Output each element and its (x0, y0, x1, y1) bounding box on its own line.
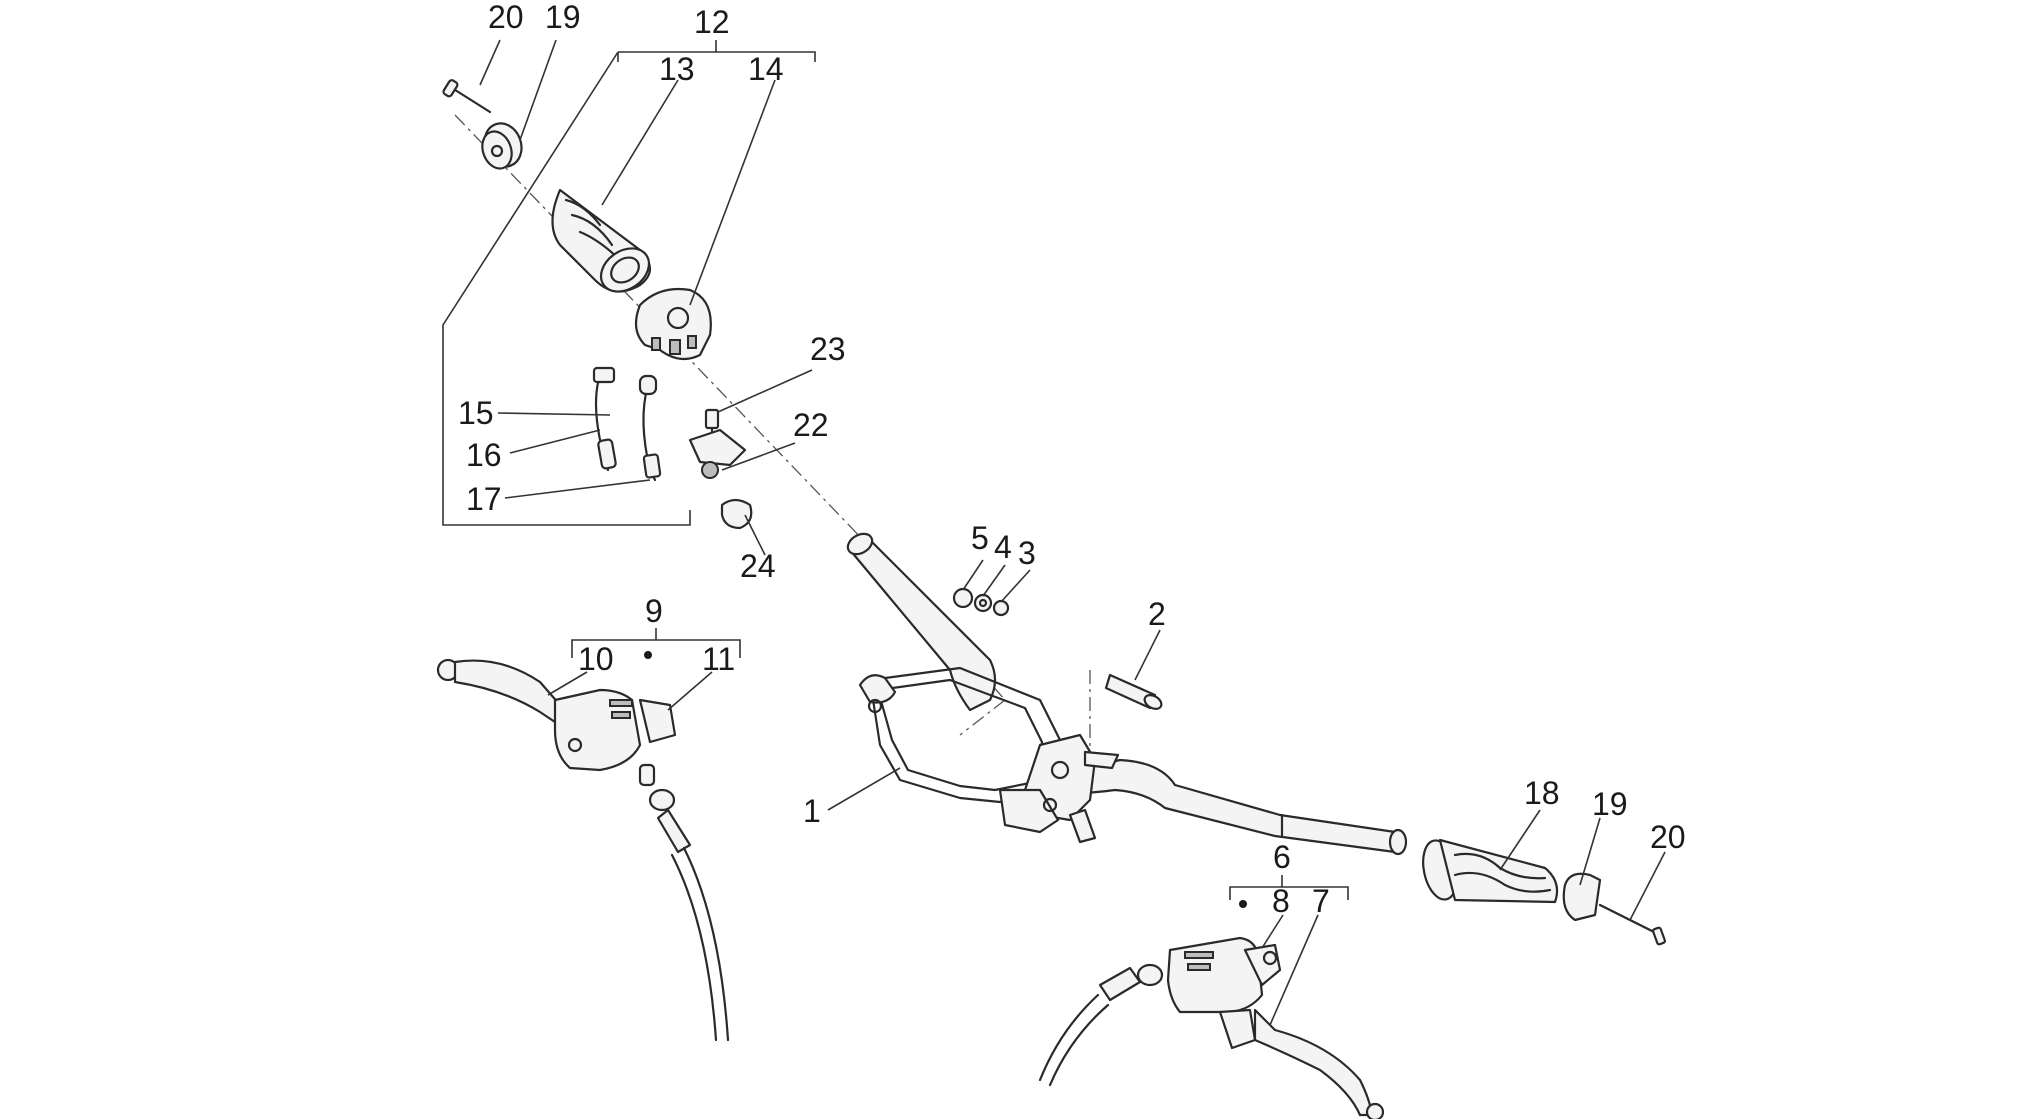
callout-20-right: 20 (1650, 819, 1686, 855)
right-brake-hose (1038, 963, 1164, 1087)
right-bar-end-bolt (1598, 903, 1667, 946)
mounting-pin (1104, 673, 1163, 710)
callout-22: 22 (793, 407, 829, 443)
left-bar-end-weight (481, 122, 523, 170)
callout-9: 9 (645, 593, 663, 629)
right-grip (1422, 838, 1559, 904)
callout-16: 16 (466, 437, 502, 473)
callout-1: 1 (803, 793, 821, 829)
callout-18: 18 (1524, 775, 1560, 811)
left-brake-hose (648, 788, 730, 1042)
callout-13: 13 (659, 51, 695, 87)
callout-20-left: 20 (488, 0, 524, 35)
callout-19-left: 19 (545, 0, 581, 35)
throttle-cable-left (592, 366, 617, 472)
callout-14: 14 (748, 51, 784, 87)
callout-8: 8 (1272, 883, 1290, 919)
left-throttle-grip (551, 188, 652, 293)
callout-5: 5 (971, 520, 989, 556)
callout-7: 7 (1312, 883, 1330, 919)
callout-19-right: 19 (1592, 786, 1628, 822)
right-bar-end-weight (1562, 872, 1602, 922)
callout-15: 15 (458, 395, 494, 431)
group-bracket-9 (571, 628, 741, 659)
callout-labels: 20 19 12 13 14 23 22 15 16 17 24 5 4 3 2… (458, 0, 1686, 919)
left-bar-end-bolt (442, 79, 492, 114)
handlebar (846, 532, 1408, 856)
assembly-centerlines (454, 114, 1091, 760)
left-switch-housing (634, 287, 712, 361)
clamp-nut (701, 461, 719, 479)
throttle-cable-right (638, 374, 662, 482)
callout-6: 6 (1273, 839, 1291, 875)
callout-4: 4 (994, 529, 1012, 565)
cable-clip (720, 498, 753, 530)
switch-clamp (688, 428, 747, 467)
right-brake-lever (1253, 1008, 1385, 1119)
left-brake-lever (436, 658, 563, 724)
group-bracket-6 (1229, 875, 1349, 908)
callout-23: 23 (810, 331, 846, 367)
callout-12: 12 (694, 4, 730, 40)
callout-24: 24 (740, 548, 776, 584)
leader-lines (479, 39, 1666, 1026)
callout-11: 11 (702, 641, 735, 677)
right-master-cylinder (1166, 936, 1282, 1050)
callout-10: 10 (578, 641, 614, 677)
left-master-cylinder (553, 688, 677, 787)
callout-2: 2 (1148, 596, 1166, 632)
callout-17: 17 (466, 481, 502, 517)
nut-washer-stack (952, 587, 1010, 617)
callout-3: 3 (1018, 535, 1036, 571)
group-bracket-12 (442, 40, 816, 526)
